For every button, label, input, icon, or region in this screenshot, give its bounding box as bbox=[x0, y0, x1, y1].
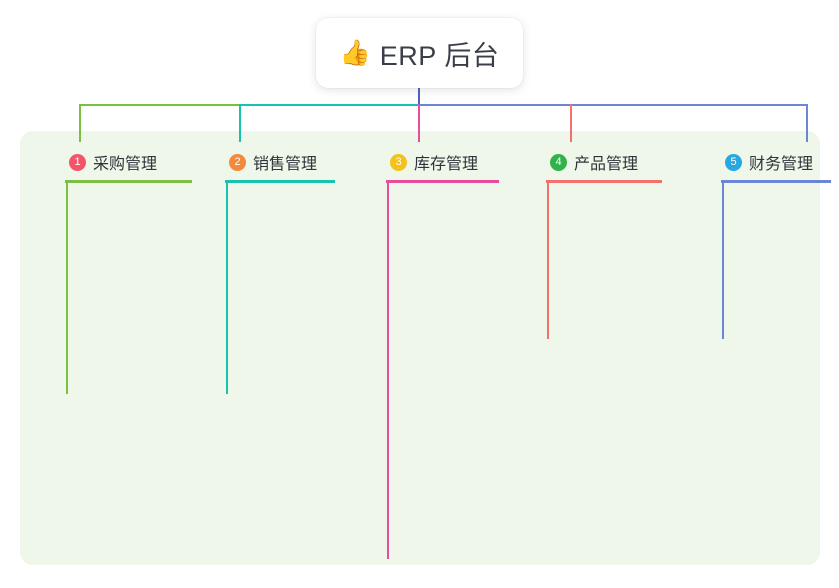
category-spine-4 bbox=[547, 182, 549, 339]
root-node-erp-backend[interactable]: 👍 ERP 后台 bbox=[316, 18, 523, 88]
category-rule-5 bbox=[721, 180, 831, 183]
category-header-5[interactable]: 5 财务管理 bbox=[703, 150, 813, 174]
category-badge-5: 5 bbox=[725, 153, 742, 171]
category-rule-1 bbox=[65, 180, 192, 183]
category-header-2[interactable]: 2 销售管理 bbox=[207, 150, 317, 174]
category-spine-1 bbox=[66, 182, 68, 394]
category-spine-3 bbox=[387, 182, 389, 559]
category-title-5: 财务管理 bbox=[749, 156, 814, 173]
category-column-1: 1 采购管理 bbox=[47, 150, 157, 174]
category-badge-1: 1 bbox=[69, 153, 86, 171]
category-spine-2 bbox=[226, 182, 228, 394]
category-rule-3 bbox=[386, 180, 499, 183]
category-badge-2: 2 bbox=[229, 153, 246, 171]
connector-drop-5 bbox=[806, 104, 808, 142]
category-column-4: 4 产品管理 bbox=[528, 150, 638, 174]
connector-bus-teal bbox=[239, 104, 419, 106]
thumbs-up-icon: 👍 bbox=[339, 38, 371, 67]
connector-drop-4 bbox=[570, 104, 572, 142]
root-node-label: ERP 后台 bbox=[379, 40, 500, 71]
category-rule-2 bbox=[225, 180, 335, 183]
category-header-4[interactable]: 4 产品管理 bbox=[528, 150, 638, 174]
connector-drop-1 bbox=[79, 104, 81, 142]
category-badge-3: 3 bbox=[390, 153, 407, 171]
connector-bus-green bbox=[79, 104, 239, 106]
category-spine-5 bbox=[722, 182, 724, 339]
category-title-3: 库存管理 bbox=[414, 156, 479, 173]
category-title-2: 销售管理 bbox=[253, 156, 318, 173]
connector-drop-3 bbox=[418, 104, 420, 142]
category-column-3: 3 库存管理 bbox=[368, 150, 478, 174]
category-header-3[interactable]: 3 库存管理 bbox=[368, 150, 478, 174]
diagram-panel bbox=[20, 131, 820, 565]
category-header-1[interactable]: 1 采购管理 bbox=[47, 150, 157, 174]
connector-trunk bbox=[418, 88, 420, 105]
connector-bus-blue bbox=[419, 104, 808, 106]
category-rule-4 bbox=[546, 180, 662, 183]
category-title-4: 产品管理 bbox=[574, 156, 639, 173]
category-column-2: 2 销售管理 bbox=[207, 150, 317, 174]
connector-drop-2 bbox=[239, 104, 241, 142]
category-title-1: 采购管理 bbox=[93, 156, 158, 173]
category-column-5: 5 财务管理 bbox=[703, 150, 813, 174]
category-badge-4: 4 bbox=[550, 153, 567, 171]
